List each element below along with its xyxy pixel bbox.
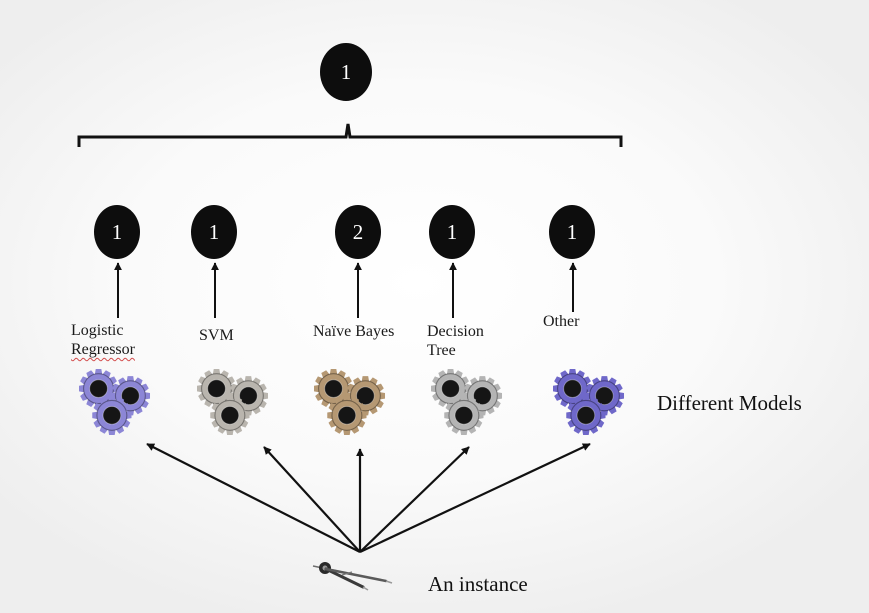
model-label-line: Tree [427,342,456,359]
model-vote-value: 2 [353,220,364,244]
model-label: Decision Tree [427,322,484,360]
instance-caption: An instance [428,572,528,596]
aggregation-bracket [77,123,623,147]
model-label: Naïve Bayes [313,322,394,341]
model-vote-circle: 1 [191,205,237,259]
gears-icon [431,369,502,435]
gears-icon [197,369,268,435]
final-vote-value: 1 [341,60,352,84]
model-vote-value: 1 [112,220,123,244]
model-vote-circle: 1 [429,205,475,259]
final-vote-circle: 1 [320,43,372,101]
input-arrow [146,443,361,553]
model-label: SVM [199,326,234,345]
model-label-line: Regressor [71,341,135,358]
model-label-line: SVM [199,327,234,344]
model-vote-circle: 1 [94,205,140,259]
input-arrow [359,446,470,553]
model-label-line: Decision [427,323,484,340]
model-label-line: Other [543,313,580,330]
input-arrow [263,446,361,553]
model-vote-value: 1 [209,220,220,244]
model-vote-circle: 2 [335,205,381,259]
model-label-line: Naïve Bayes [313,323,395,340]
models-caption: Different Models [657,391,802,415]
input-arrow [359,443,591,553]
model-label: Logistic Regressor [71,321,135,359]
model-label-line: Logistic [71,322,124,339]
model-vote-value: 1 [447,220,458,244]
gears-icon [553,369,624,435]
model-vote-circle: 1 [549,205,595,259]
model-vote-value: 1 [567,220,578,244]
model-label: Other [543,312,579,331]
gears-icon [79,369,150,435]
compass-divider-icon [312,562,393,591]
gears-icon [314,369,385,435]
